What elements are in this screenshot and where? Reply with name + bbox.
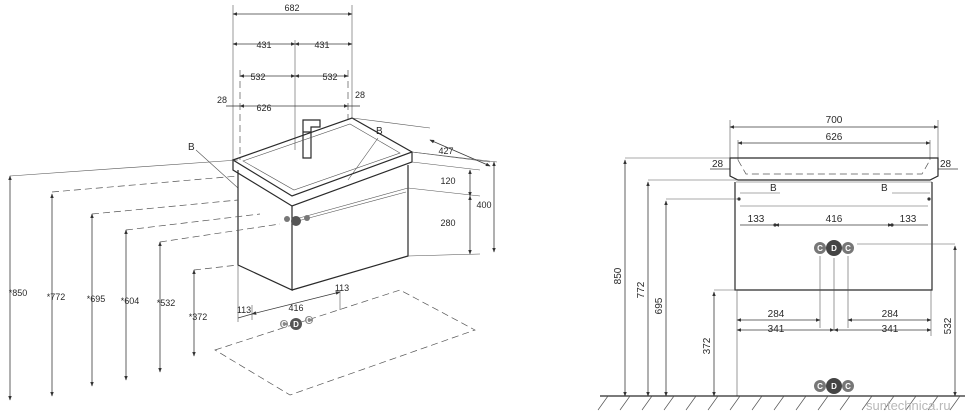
iso-dim-top-h: 120 — [440, 176, 455, 186]
front-dim-edge-right: 28 — [940, 159, 952, 170]
iso-h772: *772 — [47, 292, 66, 302]
front-row2-left-outer: 341 — [768, 324, 785, 335]
front-h850: 850 — [613, 267, 624, 284]
iso-dim-inner-right: 532 — [322, 72, 337, 82]
iso-h372: *372 — [189, 312, 208, 322]
front-dim-bowl: 626 — [826, 132, 843, 143]
iso-h604: *604 — [121, 296, 140, 306]
front-row1-right: 133 — [900, 214, 917, 225]
front-floor-cold-icon: C — [814, 380, 826, 392]
front-row2-right-outer: 341 — [882, 324, 899, 335]
svg-text:C: C — [306, 316, 312, 325]
front-label-b-left: B — [770, 183, 777, 194]
svg-text:D: D — [831, 244, 837, 253]
iso-dim-inner-left: 532 — [250, 72, 265, 82]
iso-connection-cold-icon — [284, 216, 290, 222]
front-floor-hot-icon: C — [842, 380, 854, 392]
front-row1-center: 416 — [826, 214, 843, 225]
iso-dim-half-left: 431 — [256, 40, 271, 50]
floor-hatching — [597, 395, 961, 411]
iso-dim-drawer-h: 280 — [440, 218, 455, 228]
svg-text:D: D — [831, 382, 837, 391]
svg-text:C: C — [281, 320, 287, 329]
svg-text:C: C — [817, 244, 823, 253]
svg-text:C: C — [817, 382, 823, 391]
front-dim-width: 700 — [826, 115, 843, 126]
front-row2-left-inner: 284 — [768, 309, 785, 320]
front-row1-left: 133 — [748, 214, 765, 225]
front-dim-edge-left: 28 — [712, 159, 724, 170]
iso-h850: *850 — [9, 288, 28, 298]
iso-dim-overall: 682 — [284, 3, 299, 13]
iso-connection-hot-icon — [304, 215, 310, 221]
iso-dim-bottom-left: 113 — [237, 305, 251, 315]
front-view: 700 626 28 28 B B 133 416 133 C D — [597, 115, 965, 411]
iso-label-b-right: B — [376, 126, 383, 137]
front-h372: 372 — [702, 337, 713, 354]
front-h532: 532 — [943, 317, 954, 334]
front-connection-drain-icon: D — [826, 240, 842, 256]
iso-dim-bottom-right: 113 — [335, 283, 349, 293]
svg-text:C: C — [845, 244, 851, 253]
iso-dim-half-right: 431 — [314, 40, 329, 50]
svg-text:C: C — [845, 382, 851, 391]
front-floor-drain-icon: D — [826, 378, 842, 394]
front-row2-right-inner: 284 — [882, 309, 899, 320]
isometric-view: 682 431 431 532 532 626 28 28 B B — [8, 3, 498, 401]
iso-dim-edge-right: 28 — [355, 90, 365, 100]
iso-dim-depth: 427 — [438, 146, 453, 156]
svg-text:D: D — [293, 320, 299, 329]
front-h695: 695 — [654, 297, 665, 314]
iso-floor-drain-icon: D — [290, 318, 302, 330]
iso-label-b-left: B — [188, 142, 195, 153]
iso-dim-edge-left: 28 — [217, 95, 227, 105]
front-connection-hot-icon: C — [842, 242, 854, 254]
iso-h532: *532 — [157, 298, 176, 308]
faucet-icon — [302, 119, 321, 159]
front-connection-cold-icon: C — [814, 242, 826, 254]
iso-floor-hot-icon: C — [305, 316, 313, 325]
iso-connection-drain-icon — [291, 216, 301, 226]
iso-dim-total-h: 400 — [476, 200, 491, 210]
front-h772: 772 — [636, 281, 647, 298]
iso-h695: *695 — [87, 294, 106, 304]
iso-dim-bottom-center: 416 — [288, 303, 303, 313]
iso-floor-cold-icon: C — [280, 320, 288, 329]
iso-dim-bowl: 626 — [256, 103, 271, 113]
front-label-b-right: B — [881, 183, 888, 194]
watermark: suntechnica.ru — [866, 398, 951, 413]
